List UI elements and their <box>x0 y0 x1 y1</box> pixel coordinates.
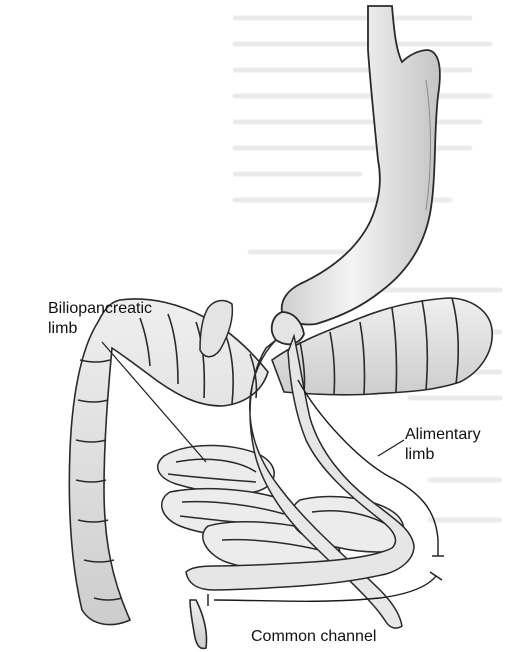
alimentary-limb-label: Alimentary limb <box>405 425 481 465</box>
alimentary-label-line1: Alimentary <box>405 426 481 443</box>
large-intestine <box>69 298 492 648</box>
biliopancreatic-label-line1: Biliopancreatic <box>48 300 152 317</box>
alimentary-leader <box>378 440 404 456</box>
biliopancreatic-limb-label: Biliopancreatic limb <box>48 299 152 339</box>
biliopancreatic-label-line2: limb <box>48 320 77 337</box>
common-channel-label: Common channel <box>251 627 376 647</box>
alimentary-label-line2: limb <box>405 446 434 463</box>
